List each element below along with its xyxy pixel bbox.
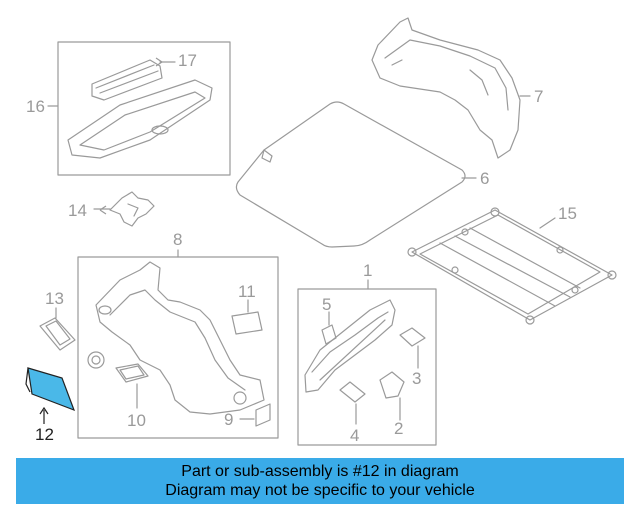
callout-7: 7 <box>534 87 544 106</box>
callout-4: 4 <box>350 426 360 445</box>
part-12-highlighted <box>25 367 76 424</box>
part-13-plate <box>39 307 76 351</box>
part-16-rear-shelf <box>67 79 213 159</box>
part-5-clip <box>321 311 337 345</box>
part-grommet <box>87 351 105 369</box>
callout-2: 2 <box>394 419 404 438</box>
callout-15: 15 <box>558 204 577 223</box>
part-1-sill-trim <box>304 299 396 393</box>
part-2-clip <box>379 371 405 421</box>
callout-3: 3 <box>412 369 422 388</box>
callout-11: 11 <box>238 282 256 301</box>
part-11-pad <box>231 299 263 335</box>
callout-16: 16 <box>26 97 45 116</box>
part-15-cargo-net <box>407 207 617 325</box>
part-4-clip <box>339 381 366 425</box>
group-box-sill <box>297 288 437 446</box>
part-17-light <box>91 59 176 101</box>
callout-9: 9 <box>224 410 234 429</box>
part-9-pad <box>239 403 271 427</box>
callout-12-highlighted: 12 <box>35 425 54 444</box>
part-14-bracket <box>93 191 155 227</box>
callout-10: 10 <box>127 411 146 430</box>
callout-6: 6 <box>480 169 490 188</box>
info-banner: Part or sub-assembly is #12 in diagram D… <box>16 458 624 504</box>
part-8-side-trim <box>95 261 265 415</box>
callout-14: 14 <box>68 201 87 220</box>
callout-1: 1 <box>363 261 373 280</box>
group-box-shelf <box>57 41 231 176</box>
callout-8: 8 <box>173 230 183 249</box>
callout-5: 5 <box>322 295 332 314</box>
banner-line-part-number: Part or sub-assembly is #12 in diagram <box>181 463 459 480</box>
callout-13: 13 <box>45 289 64 308</box>
part-10-cover <box>115 363 149 409</box>
callout-17: 17 <box>178 51 197 70</box>
part-7-trunk-trim <box>371 17 531 159</box>
part-3-clip <box>399 327 426 369</box>
banner-line-disclaimer: Diagram may not be specific to your vehi… <box>165 482 475 499</box>
part-6-trunk-mat <box>235 101 477 248</box>
